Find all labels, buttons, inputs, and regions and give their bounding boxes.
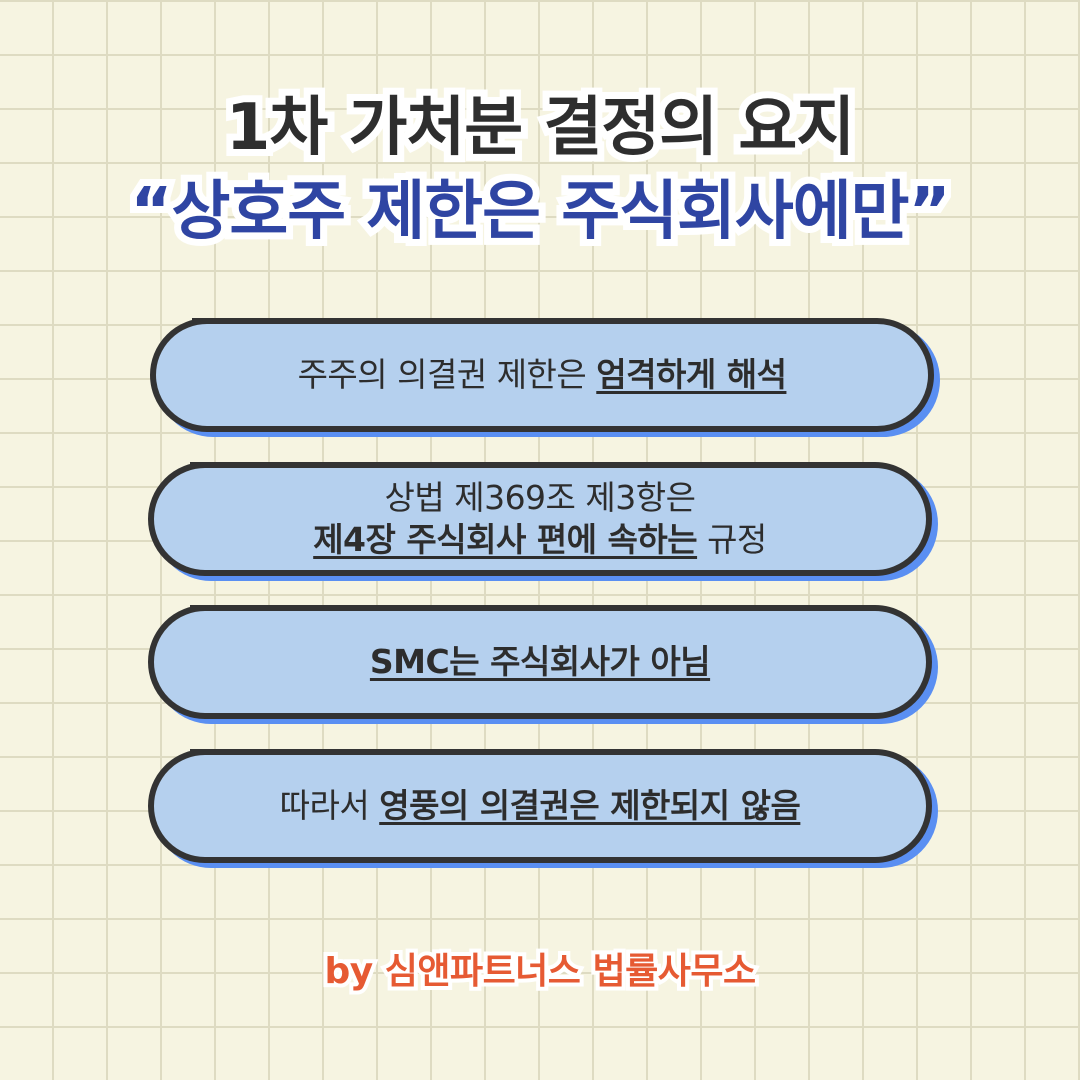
footer-credit: by 심앤파트너스 법률사무소 <box>320 947 760 996</box>
page-title: 1차 가처분 결정의 요지 <box>219 84 862 172</box>
page-subtitle-quote: “상호주 제한은 주식회사에만” <box>123 168 957 256</box>
point-emphasis: 엄격하게 해석 <box>596 355 787 394</box>
point-plain-text: 주주의 의결권 제한은 <box>297 355 597 394</box>
point-card-commercial-act: 상법 제369조 제3항은 제4장 주식회사 편에 속하는 규정 <box>148 462 932 576</box>
point-text-line-1: 상법 제369조 제3항은 <box>384 478 696 517</box>
point-card-conclusion: 따라서 영풍의 의결권은 제한되지 않음 <box>148 749 932 863</box>
point-card-voting-rights: 주주의 의결권 제한은 엄격하게 해석 <box>150 318 934 432</box>
point-emphasis: SMC는 주식회사가 아님 <box>369 642 711 681</box>
point-text-line-2: 제4장 주식회사 편에 속하는 규정 <box>313 519 767 561</box>
point-emphasis: 영풍의 의결권은 제한되지 않음 <box>379 786 801 825</box>
point-text: SMC는 주식회사가 아님 <box>369 641 711 683</box>
point-text: 따라서 영풍의 의결권은 제한되지 않음 <box>280 785 801 827</box>
title-block: 1차 가처분 결정의 요지 “상호주 제한은 주식회사에만” <box>0 84 1080 256</box>
point-emphasis: 제4장 주식회사 편에 속하는 <box>313 520 698 559</box>
point-plain-text: 따라서 <box>279 786 380 825</box>
point-text: 주주의 의결권 제한은 엄격하게 해석 <box>298 354 787 396</box>
point-card-smc: SMC는 주식회사가 아님 <box>148 605 932 719</box>
point-plain-text: 규정 <box>697 520 767 559</box>
